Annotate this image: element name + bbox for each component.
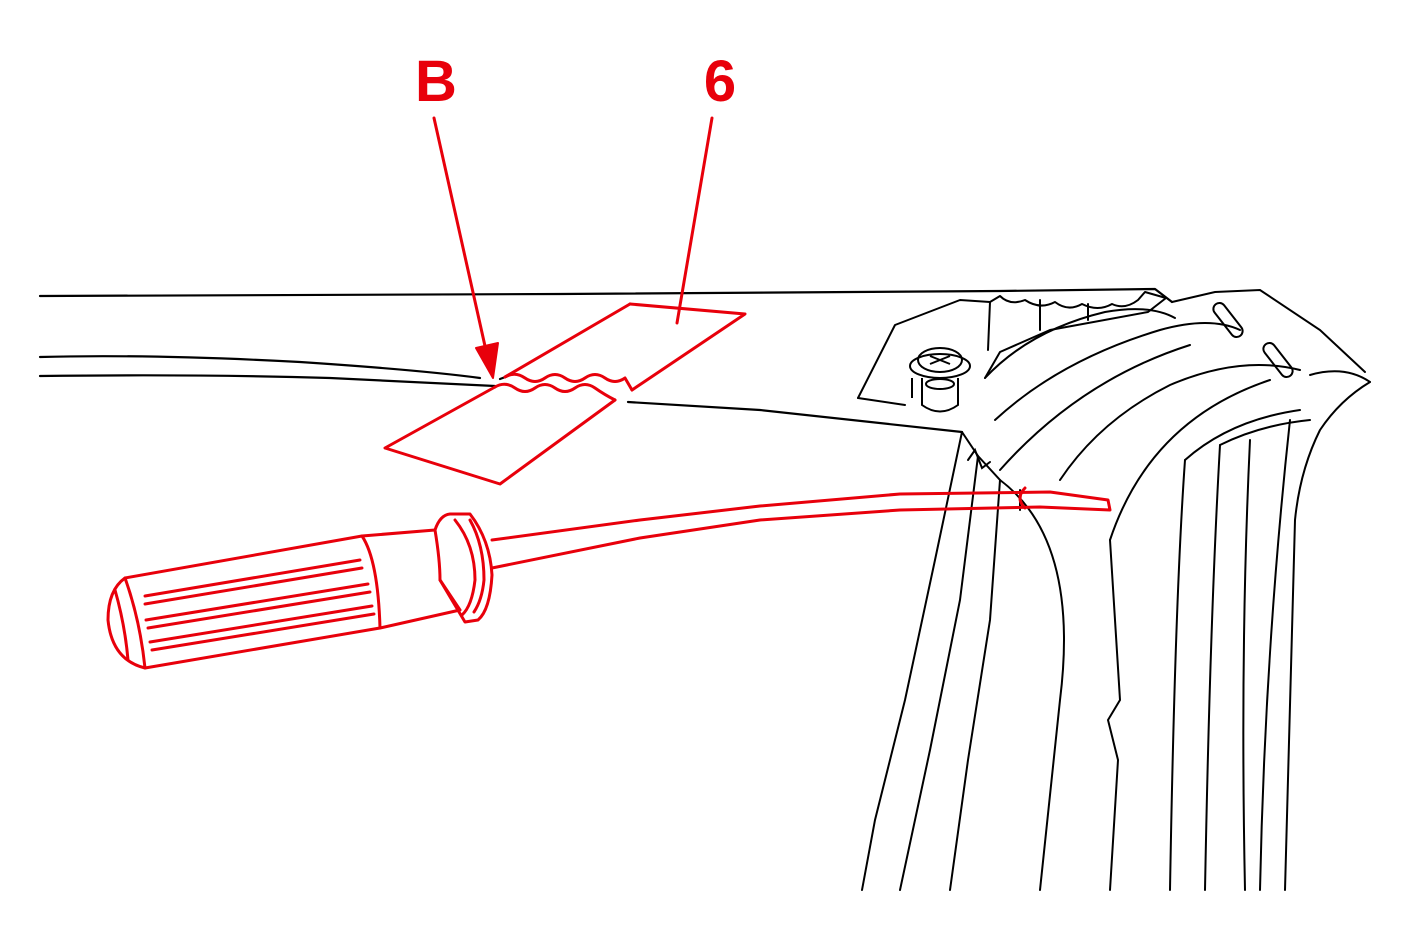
callout-label-b: B <box>415 49 457 114</box>
tape-strip <box>383 302 747 486</box>
leader-line-b <box>432 116 489 357</box>
leader-line-6 <box>675 116 714 325</box>
arrow-head-b <box>475 342 499 379</box>
callout-leaders <box>432 116 714 357</box>
cabinet-top-panel <box>38 287 1174 434</box>
door-frame <box>861 288 1371 891</box>
callout-label-6: 6 <box>704 49 736 114</box>
screw-icon <box>909 347 971 413</box>
screwdriver <box>106 486 1112 670</box>
